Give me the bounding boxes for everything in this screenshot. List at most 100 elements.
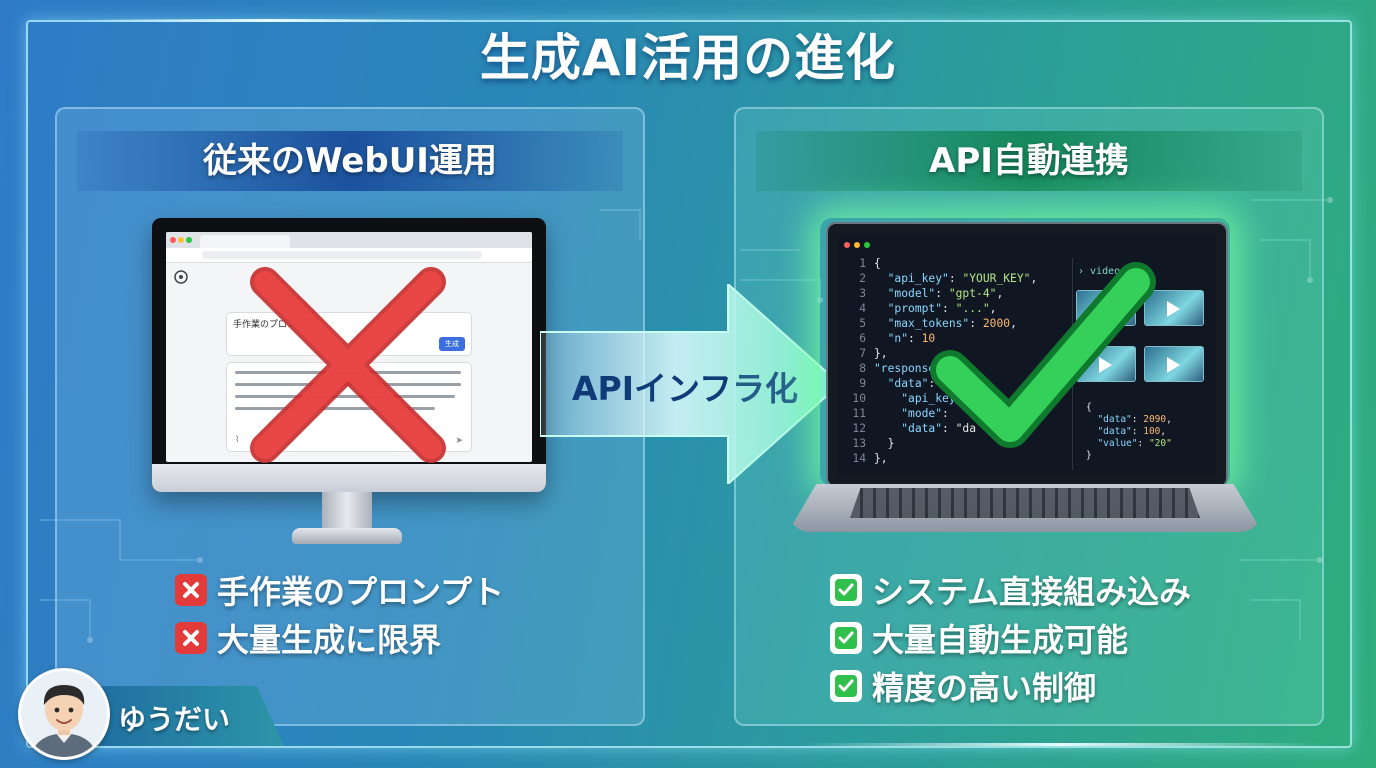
url-input[interactable] xyxy=(202,251,482,259)
cross-mark-icon xyxy=(175,622,207,654)
response-json: { "data": 2090, "data": 100, "value": "2… xyxy=(1086,402,1172,462)
code-line: 14}, xyxy=(842,451,1037,466)
line-number: 6 xyxy=(859,332,866,345)
legacy-point: 手作業のプロンプト xyxy=(175,566,504,614)
response-json-line: { xyxy=(1086,402,1092,413)
line-number: 10 xyxy=(852,392,866,405)
code-line: 13 } xyxy=(842,436,1037,451)
line-number: 3 xyxy=(859,287,866,300)
code-line: 2 "api_key": "YOUR_KEY", xyxy=(842,271,1037,286)
output-text-line xyxy=(235,395,455,398)
monitor-stand xyxy=(322,492,372,532)
minimize-dot-icon xyxy=(178,237,184,243)
play-icon xyxy=(1167,357,1180,373)
code-text: }, xyxy=(874,347,888,360)
cross-mark-icon xyxy=(175,574,207,606)
code-text: "mode": xyxy=(901,407,949,420)
author-name: ゆうだい xyxy=(118,703,231,736)
code-line: 11 "mode": xyxy=(842,406,1037,421)
api-point: 大量自動生成可能 xyxy=(830,614,1191,662)
prompt-placeholder: 手作業のプロンプト xyxy=(233,320,314,330)
line-number: 13 xyxy=(852,437,866,450)
api-point: 精度の高い制御 xyxy=(830,662,1191,710)
api-panel-heading: API自動連携 xyxy=(756,131,1302,191)
browser-url-bar xyxy=(166,248,532,263)
api-point-text: 精度の高い制御 xyxy=(872,669,1097,707)
avatar xyxy=(18,668,110,760)
api-point-list: システム直接組み込み 大量自動生成可能 精度の高い制御 xyxy=(830,566,1191,710)
check-mark-icon xyxy=(830,670,862,702)
outer-frame xyxy=(26,20,1352,748)
line-number: 11 xyxy=(852,407,866,420)
code-line: 5 "max_tokens": 2000, xyxy=(842,316,1037,331)
output-text-line xyxy=(235,407,435,410)
code-text: } xyxy=(874,437,895,450)
check-mark-icon xyxy=(830,574,862,606)
video-thumbnail[interactable] xyxy=(1144,346,1204,382)
code-line: 12 "data": "da xyxy=(842,421,1037,436)
arrow-label: APIインフラ化 xyxy=(571,369,798,408)
code-line: 7}, xyxy=(842,346,1037,361)
code-text: "prompt": "...", xyxy=(887,302,997,315)
line-number: 1 xyxy=(859,257,866,270)
code-line: 6 "n": 10 xyxy=(842,331,1037,346)
response-json-line: } xyxy=(1086,450,1092,461)
maximize-dot-icon xyxy=(186,237,192,243)
send-icon[interactable]: ➤ xyxy=(455,436,463,446)
page-title: 生成AI活用の進化 xyxy=(479,29,897,87)
attach-icon[interactable]: ⌇ xyxy=(235,435,240,445)
code-line: 4 "prompt": "...", xyxy=(842,301,1037,316)
line-number: 7 xyxy=(859,347,866,360)
code-block: 1{2 "api_key": "YOUR_KEY",3 "model": "gp… xyxy=(842,256,1037,466)
line-number: 2 xyxy=(859,272,866,285)
api-point: システム直接組み込み xyxy=(830,566,1191,614)
line-number: 12 xyxy=(852,422,866,435)
maximize-dot-icon xyxy=(864,242,870,248)
check-mark-icon xyxy=(830,622,862,654)
play-icon xyxy=(1167,301,1180,317)
legacy-point-text: 手作業のプロンプト xyxy=(217,573,505,611)
api-point-text: システム直接組み込み xyxy=(872,573,1192,611)
code-text: "model": "gpt-4", xyxy=(887,287,1004,300)
code-text: "max_tokens": 2000, xyxy=(887,317,1017,330)
generate-button[interactable]: 生成 xyxy=(439,337,465,351)
author-badge xyxy=(90,686,284,746)
code-text: "n": 10 xyxy=(887,332,936,345)
code-line: 3 "model": "gpt-4", xyxy=(842,286,1037,301)
play-icon xyxy=(1099,357,1112,373)
legacy-point-text: 大量生成に限界 xyxy=(217,621,442,659)
api-point-text: 大量自動生成可能 xyxy=(872,621,1129,659)
response-json-line: "data": 2090, xyxy=(1097,414,1172,425)
video-tab[interactable]: › video xyxy=(1078,266,1121,277)
code-text: "api_key": "YOUR_KEY", xyxy=(887,272,1038,285)
frame-glow-bottom xyxy=(800,743,1320,746)
frame-glow-top xyxy=(80,19,460,22)
line-number: 14 xyxy=(852,452,866,465)
code-line: 1{ xyxy=(842,256,1037,271)
browser-tab[interactable] xyxy=(200,235,290,248)
line-number: 4 xyxy=(859,302,866,315)
line-number: 8 xyxy=(859,362,866,375)
line-number: 9 xyxy=(859,377,866,390)
code-text: "data": "da xyxy=(901,422,977,435)
minimize-dot-icon xyxy=(854,242,860,248)
response-json-line: "value": "20" xyxy=(1097,438,1172,449)
big-cross-icon xyxy=(250,267,446,463)
transition-arrow-icon xyxy=(540,284,842,484)
legacy-panel-heading: 従来のWebUI運用 xyxy=(77,131,623,191)
response-json-line: "data": 100, xyxy=(1097,426,1167,437)
big-check-icon xyxy=(930,262,1156,448)
code-text: }, xyxy=(874,452,888,465)
laptop-keyboard xyxy=(850,488,1200,518)
person-avatar-icon xyxy=(21,671,107,757)
video-thumbnail[interactable] xyxy=(1144,290,1204,326)
monitor-stand-base xyxy=(292,528,402,544)
legacy-point-list: 手作業のプロンプト 大量生成に限界 xyxy=(175,566,504,662)
code-text: { xyxy=(874,257,881,270)
close-dot-icon xyxy=(844,242,850,248)
monitor-chin xyxy=(152,464,546,492)
close-dot-icon xyxy=(170,237,176,243)
app-logo-icon xyxy=(174,270,188,284)
